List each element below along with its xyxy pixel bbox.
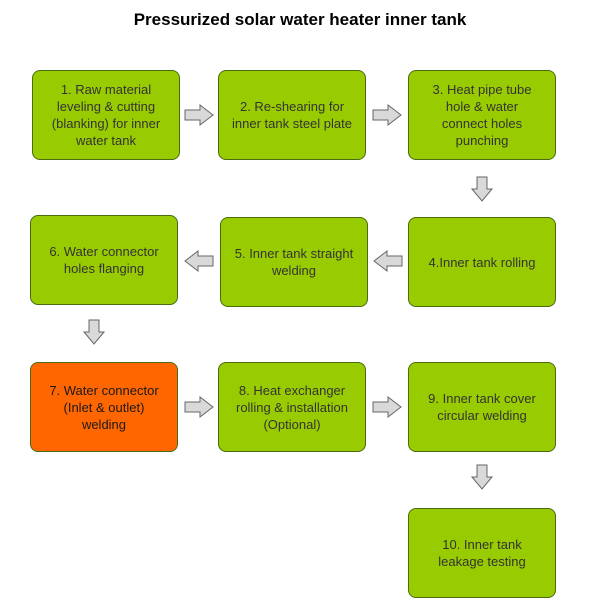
arrow-down-icon bbox=[83, 319, 105, 345]
step-7-box: 7. Water connector (Inlet & outlet) weld… bbox=[30, 362, 178, 452]
arrow-right-icon bbox=[372, 104, 402, 126]
step-9-box: 9. Inner tank cover circular welding bbox=[408, 362, 556, 452]
step-4-box: 4.Inner tank rolling bbox=[408, 217, 556, 307]
step-1-box: 1. Raw material leveling & cutting (blan… bbox=[32, 70, 180, 160]
step-2-box: 2. Re-shearing for inner tank steel plat… bbox=[218, 70, 366, 160]
step-10-box: 10. Inner tank leakage testing bbox=[408, 508, 556, 598]
step-8-box: 8. Heat exchanger rolling & installation… bbox=[218, 362, 366, 452]
arrow-left-icon bbox=[184, 250, 214, 272]
arrow-right-icon bbox=[184, 104, 214, 126]
arrow-down-icon bbox=[471, 464, 493, 490]
step-6-box: 6. Water connector holes flanging bbox=[30, 215, 178, 305]
arrow-down-icon bbox=[471, 176, 493, 202]
step-5-box: 5. Inner tank straight welding bbox=[220, 217, 368, 307]
arrow-right-icon bbox=[372, 396, 402, 418]
step-3-box: 3. Heat pipe tube hole & water connect h… bbox=[408, 70, 556, 160]
diagram-title: Pressurized solar water heater inner tan… bbox=[133, 10, 467, 29]
arrow-left-icon bbox=[373, 250, 403, 272]
arrow-right-icon bbox=[184, 396, 214, 418]
